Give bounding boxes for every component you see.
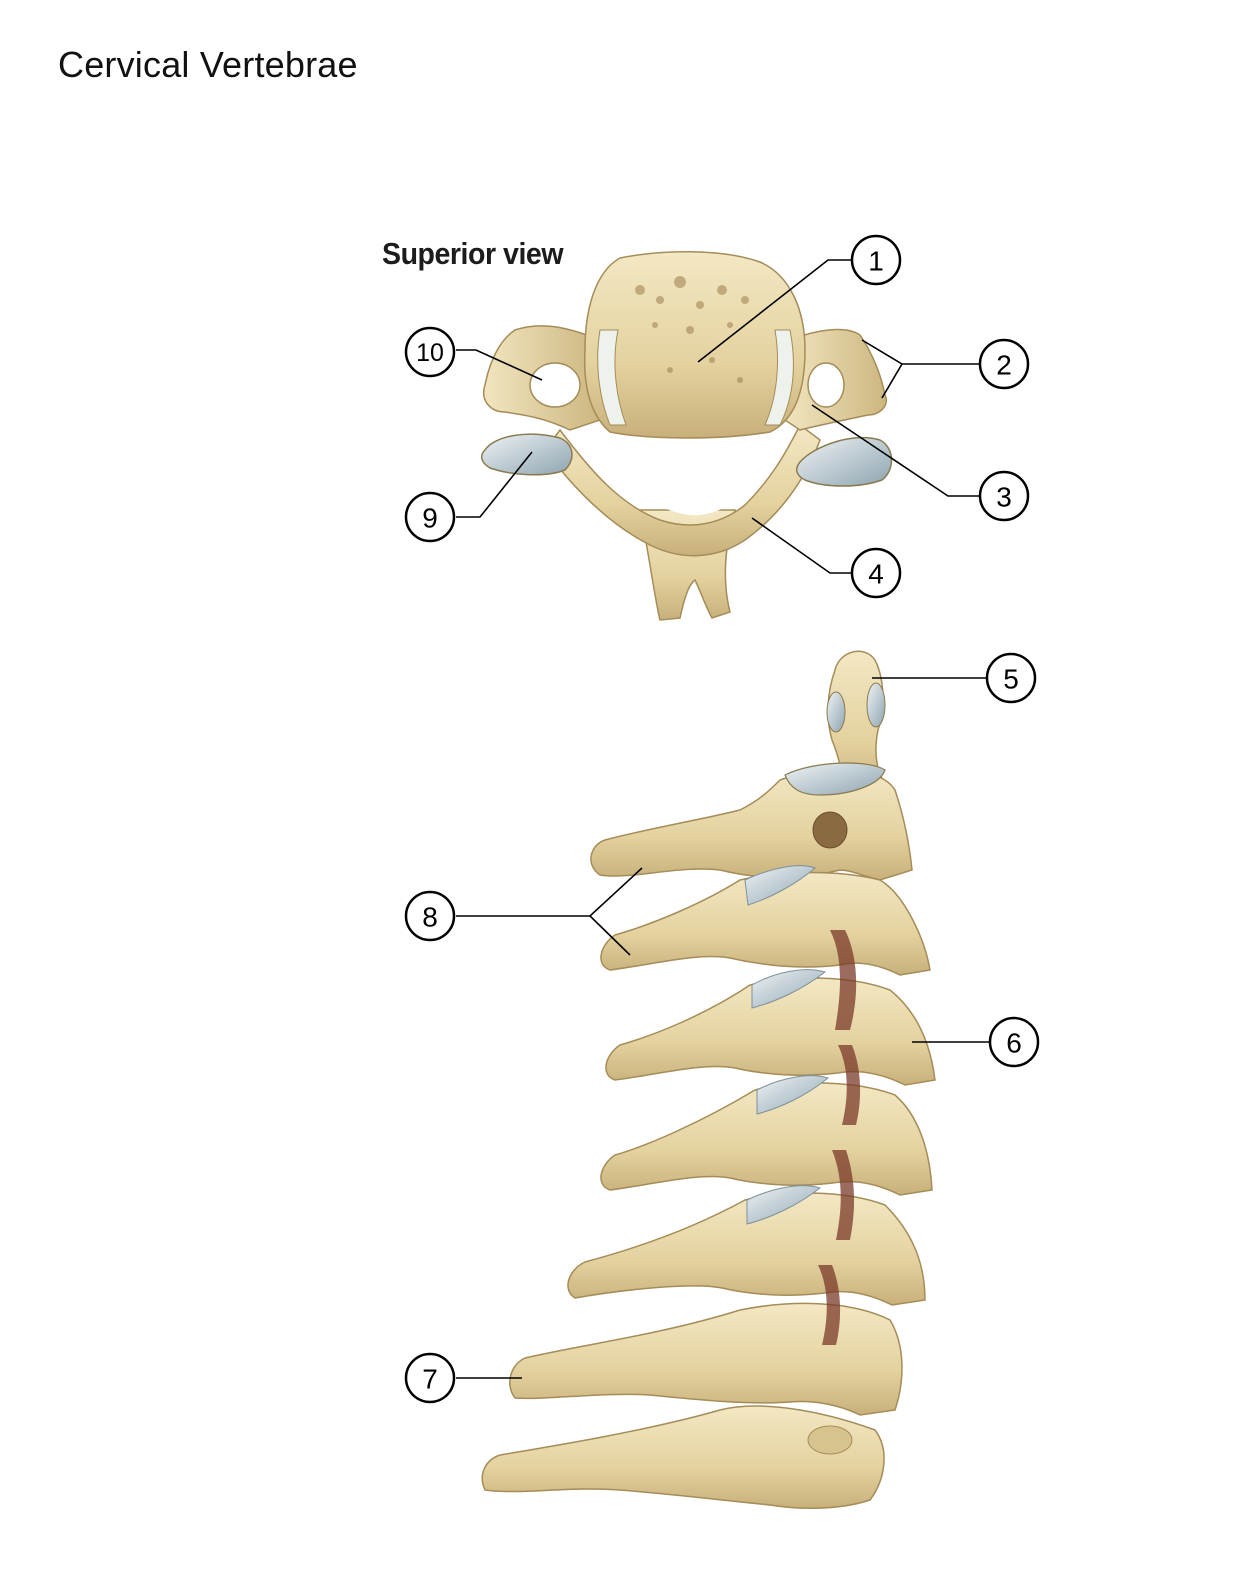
callout-2: 2 (978, 338, 1030, 390)
leader-line-9 (456, 451, 533, 518)
c7-vertebra (509, 1302, 903, 1416)
superior-view-label: Superior view (382, 236, 564, 271)
leader-line-4 (751, 517, 852, 574)
callout-10: 10 (404, 326, 456, 378)
callout-number: 2 (996, 350, 1012, 381)
t1-vertebra (481, 1405, 885, 1509)
callout-6: 6 (988, 1016, 1040, 1068)
callout-8: 8 (404, 890, 456, 942)
callout-7: 7 (404, 1352, 456, 1404)
callout-9: 9 (404, 491, 456, 543)
callout-circle (850, 234, 902, 286)
cancellous-texture (635, 276, 749, 383)
callout-circle (404, 491, 456, 543)
superior-view-vertebra (480, 251, 893, 621)
callout-3: 3 (978, 470, 1030, 522)
callout-4: 4 (850, 547, 902, 599)
callout-circle (978, 470, 1030, 522)
c5-vertebra (600, 1075, 933, 1196)
c2-transverse-foramen (812, 811, 848, 849)
callout-circle (404, 890, 456, 942)
vertebral-body (583, 251, 806, 439)
callout-1: 1 (850, 234, 902, 286)
callout-5: 5 (985, 652, 1037, 704)
c4-vertebra (605, 969, 936, 1086)
page-title: Cervical Vertebrae (58, 44, 358, 85)
transverse-foramen-right (807, 362, 845, 408)
superior-articular-facet-left (480, 433, 573, 476)
callout-circle (850, 547, 902, 599)
superior-articular-facet-right (795, 436, 893, 487)
transverse-foramen-left (529, 362, 581, 408)
callout-circle (978, 338, 1030, 390)
callout-number: 7 (422, 1364, 438, 1395)
uncinate-process-right (764, 329, 794, 426)
uncinate-process-left (597, 329, 627, 426)
callout-number: 3 (996, 482, 1012, 513)
lateral-view-column (481, 650, 936, 1509)
callout-number: 1 (868, 246, 884, 277)
dens-articular-facet-2 (866, 682, 886, 728)
leader-line-2 (861, 339, 980, 365)
c6-vertebra (567, 1185, 926, 1306)
c3-vertebra (600, 865, 931, 976)
c2-superior-facet (784, 762, 886, 796)
callout-circle (985, 652, 1037, 704)
leader-line-8b (589, 915, 631, 956)
intervertebral-foramina (818, 930, 861, 1345)
dens-articular-facet (826, 691, 846, 733)
callout-number: 4 (868, 559, 884, 590)
vertebral-foramen (590, 440, 780, 516)
leader-line-3 (811, 404, 980, 497)
callout-circle (404, 1352, 456, 1404)
callout-number: 5 (1003, 664, 1019, 695)
c2-vertebra (590, 769, 913, 881)
callout-circle (404, 326, 456, 378)
leader-line-2b (881, 363, 903, 399)
callout-number: 10 (416, 339, 444, 367)
callout-number: 8 (422, 902, 438, 933)
callout-number: 6 (1006, 1028, 1022, 1059)
leader-line-1 (697, 259, 852, 363)
callout-circle (988, 1016, 1040, 1068)
leader-line-10 (456, 349, 543, 381)
leader-lines (456, 259, 990, 1379)
callout-number: 9 (422, 503, 438, 534)
